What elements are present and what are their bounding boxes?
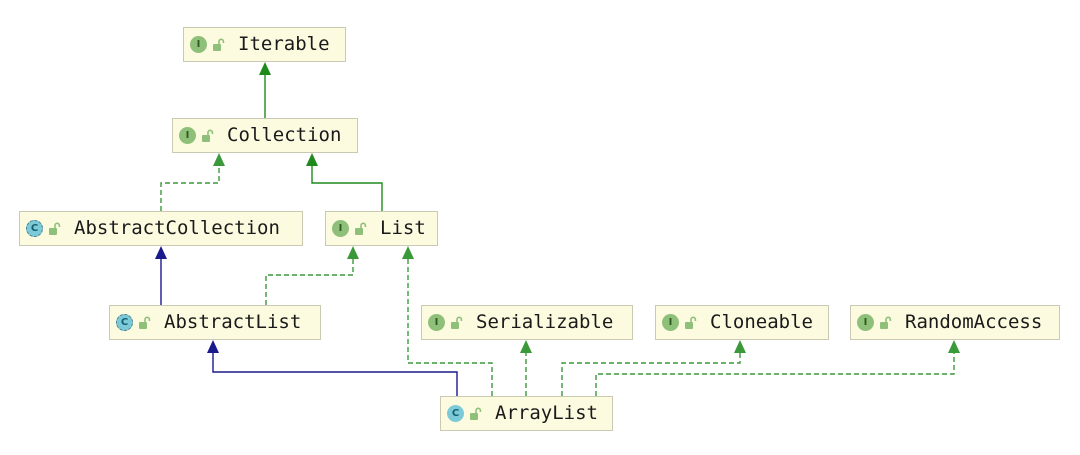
node-list[interactable]: I List <box>325 211 438 246</box>
unlocked-icon <box>470 407 482 420</box>
node-label: Cloneable <box>710 311 813 333</box>
abstract-class-icon: C <box>116 314 133 331</box>
arrowhead <box>213 153 225 166</box>
edge-abstract-collection-to-collection <box>160 153 225 211</box>
node-label: ArrayList <box>495 402 598 424</box>
unlocked-icon <box>139 316 151 329</box>
interface-icon: I <box>662 314 679 331</box>
unlocked-icon <box>355 222 367 235</box>
edge-list-to-collection <box>306 153 383 211</box>
node-abstract-list[interactable]: C AbstractList <box>109 305 321 340</box>
arrowhead <box>520 340 532 353</box>
unlocked-icon <box>685 316 697 329</box>
arrowhead <box>306 153 318 166</box>
edge-collection-to-iterable <box>259 62 271 118</box>
arrowhead <box>734 340 746 353</box>
unlocked-icon <box>880 316 892 329</box>
interface-icon: I <box>190 36 207 53</box>
node-iterable[interactable]: I Iterable <box>183 27 346 62</box>
interface-icon: I <box>179 127 196 144</box>
node-label: AbstractList <box>164 311 302 333</box>
interface-icon: I <box>857 314 874 331</box>
arrowhead <box>402 246 414 259</box>
node-random-access[interactable]: I RandomAccess <box>850 305 1060 340</box>
node-array-list[interactable]: C ArrayList <box>440 396 613 431</box>
abstract-class-icon: C <box>26 220 43 237</box>
interface-icon: I <box>428 314 445 331</box>
node-label: RandomAccess <box>905 311 1043 333</box>
interface-icon: I <box>332 220 349 237</box>
node-label: Iterable <box>238 33 330 55</box>
arrowhead <box>207 340 219 353</box>
edge-array-list-to-serializable <box>520 340 532 396</box>
node-label: AbstractCollection <box>74 217 280 239</box>
node-label: Serializable <box>476 311 614 333</box>
node-collection[interactable]: I Collection <box>172 118 358 153</box>
edge-array-list-to-abstract-list <box>207 340 458 396</box>
unlocked-icon <box>49 222 61 235</box>
arrowhead <box>347 246 359 259</box>
edge-array-list-to-list <box>402 246 493 396</box>
edge-array-list-to-random-access <box>595 340 960 396</box>
node-label: List <box>380 217 426 239</box>
unlocked-icon <box>451 316 463 329</box>
arrowhead <box>948 340 960 353</box>
arrowhead <box>155 246 167 259</box>
edge-abstract-list-to-abstract-collection <box>155 246 167 305</box>
node-serializable[interactable]: I Serializable <box>421 305 633 340</box>
class-icon: C <box>447 405 464 422</box>
node-label: Collection <box>227 124 342 146</box>
edge-array-list-to-cloneable <box>561 340 746 396</box>
edge-abstract-list-to-list <box>265 246 359 305</box>
unlocked-icon <box>202 129 214 142</box>
arrowhead <box>259 62 271 75</box>
node-abstract-collection[interactable]: C AbstractCollection <box>19 211 303 246</box>
node-cloneable[interactable]: I Cloneable <box>655 305 829 340</box>
unlocked-icon <box>213 38 225 51</box>
